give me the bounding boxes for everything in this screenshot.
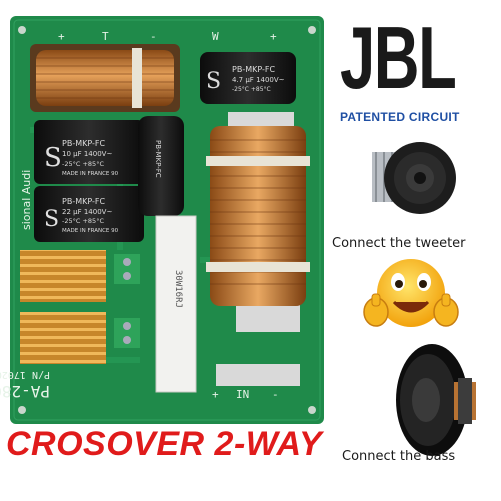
woofer-inductor xyxy=(206,112,310,332)
svg-text:PB-MKP-FC: PB-MKP-FC xyxy=(62,197,105,206)
svg-text:PB-MKP-FC: PB-MKP-FC xyxy=(232,65,275,74)
svg-text:MADE IN FRANCE 90: MADE IN FRANCE 90 xyxy=(62,228,119,234)
terminal-label: + xyxy=(270,30,277,43)
screw-terminal-top xyxy=(114,254,140,284)
terminal-label: IN xyxy=(236,388,249,401)
board-side-text: sional Audi xyxy=(20,170,33,230)
svg-text:PB-MKP-FC: PB-MKP-FC xyxy=(62,139,105,148)
tweeter-inductor xyxy=(30,44,180,112)
heatsink-bottom xyxy=(20,312,106,364)
heatsink-top xyxy=(20,250,106,302)
bottom-terminal-labels: + IN - xyxy=(212,388,279,401)
power-resistor: 30W16RJ xyxy=(155,215,197,393)
svg-text:MADE IN FRANCE 90: MADE IN FRANCE 90 xyxy=(62,171,119,177)
svg-text:-25°C +85°C: -25°C +85°C xyxy=(62,217,104,225)
terminal-label: - xyxy=(272,388,279,401)
svg-text:S: S xyxy=(44,143,62,173)
tweeter-icon xyxy=(372,142,456,214)
top-terminal-labels: + T - W + xyxy=(58,30,277,43)
ground-pad xyxy=(216,364,300,386)
terminal-label: T xyxy=(102,30,109,43)
svg-text:PB-MKP-FC: PB-MKP-FC xyxy=(154,140,162,178)
svg-text:-25°C +85°C: -25°C +85°C xyxy=(232,86,271,93)
tweeter-caption: Connect the tweeter xyxy=(332,236,466,251)
svg-text:S: S xyxy=(44,207,59,232)
capacitor-vertical: PB-MKP-FC xyxy=(138,116,184,216)
svg-text:30W16RJ: 30W16RJ xyxy=(173,270,183,308)
brand-logo: JBL xyxy=(340,8,457,107)
bass-caption: Connect the bass xyxy=(342,449,456,464)
model-text: PA-280JBL xyxy=(0,382,50,401)
screw-terminal-bottom xyxy=(114,318,140,348)
terminal-label: W xyxy=(212,30,219,43)
capacitor-small: PB-MKP-FC 4.7 µF 1400V~ -25°C +85°C S xyxy=(200,52,296,104)
thumbs-up-emoji-icon xyxy=(363,259,459,327)
terminal-label: - xyxy=(150,30,157,43)
part-number-text: P/N 170203-015 xyxy=(0,369,50,380)
terminal-label: + xyxy=(58,30,65,43)
terminal-label: + xyxy=(212,388,219,401)
capacitor-large-top: S PB-MKP-FC 10 µF 1400V~ -25°C +85°C MAD… xyxy=(34,120,144,184)
capacitor-large-bottom: S PB-MKP-FC 22 µF 1400V~ -25°C +85°C MAD… xyxy=(34,186,144,242)
svg-text:10 µF 1400V~: 10 µF 1400V~ xyxy=(62,150,112,158)
brand-tagline: PATENTED CIRCUIT xyxy=(340,110,460,124)
svg-text:4.7 µF 1400V~: 4.7 µF 1400V~ xyxy=(232,76,285,84)
svg-text:-25°C +85°C: -25°C +85°C xyxy=(62,160,104,168)
woofer-icon xyxy=(396,344,476,456)
product-headline: CROSOVER 2-WAY xyxy=(6,425,323,463)
svg-text:S: S xyxy=(206,69,221,94)
svg-text:22 µF 1400V~: 22 µF 1400V~ xyxy=(62,208,112,216)
